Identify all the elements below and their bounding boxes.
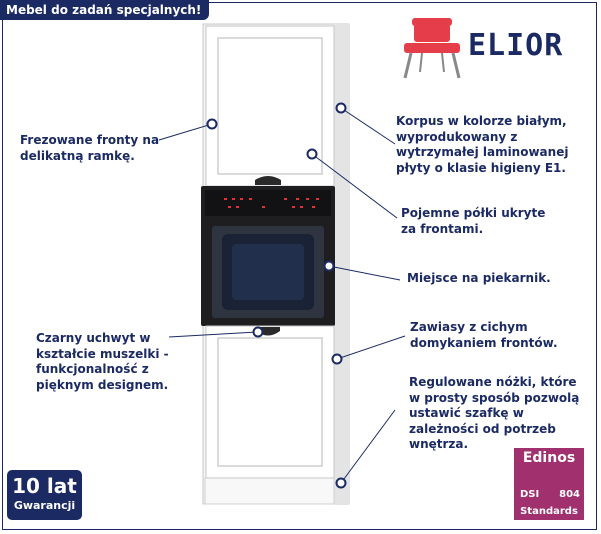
warranty-label: Gwarancji [13,499,76,512]
oven-control-panel [205,190,331,216]
warranty-badge: 10 lat Gwarancji [7,470,82,520]
label-body: Korpus w kolorze białym, wyprodukowany z… [396,114,569,175]
cabinet-side-panel [334,24,349,504]
marker-handle [252,326,264,338]
top-front-frame [217,37,323,175]
top-front-door [205,25,335,187]
oven-display [224,198,319,208]
chair-icon [403,18,461,79]
label-feet: Regulowane nóżki, które w prosty sposób … [409,375,580,451]
certificate-code-right: 804 [559,489,580,500]
marker-feet [335,477,347,489]
shell-handle-top [255,176,281,185]
cabinet-plinth [204,477,335,505]
bottom-front-frame [217,337,323,467]
marker-hinges [331,353,343,365]
certificate-brand: Edinos [522,450,576,466]
label-handle: Czarny uchwyt w kształcie muszelki - fun… [36,331,169,392]
label-oven-slot: Miejsce na piekarnik. [407,271,551,285]
label-hinges: Zawiasy z cichym domykaniem frontów. [410,320,558,350]
brand-logo: ELIOR [468,28,564,63]
marker-shelves [306,148,318,160]
bottom-front-door [205,325,335,479]
label-shelves: Pojemne półki ukryte za frontami. [401,206,546,236]
label-fronts: Frezowane fronty na delikatną ramkę. [20,133,160,163]
marker-body [335,102,347,114]
tagline-tab: Mebel do zadań specjalnych! [0,0,210,20]
warranty-years: 10 lat [12,474,77,498]
page-frame [2,2,597,530]
certificate-badge: Edinos DSI 804 Standards [514,448,584,520]
certificate-code-left: DSI [520,489,540,500]
certificate-label: Standards [520,506,578,517]
marker-oven-slot [323,260,335,272]
marker-fronts [206,118,218,130]
